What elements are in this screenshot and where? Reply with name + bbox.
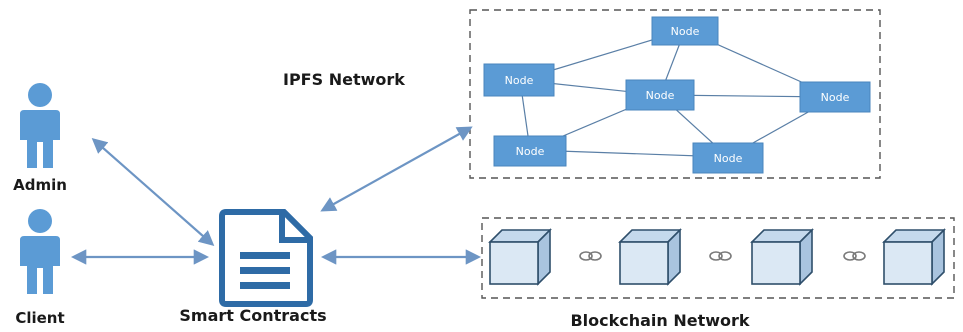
smart-contracts-label: Smart Contracts — [179, 306, 326, 325]
ipfs-node: Node — [799, 81, 871, 113]
node-label: Node — [821, 91, 850, 104]
admin-contract-arrow — [91, 137, 215, 247]
node-label: Node — [505, 74, 534, 87]
block-cube-icon — [750, 228, 814, 286]
block-cube-icon — [882, 228, 946, 286]
node-label: Node — [714, 152, 743, 165]
node-label: Node — [516, 145, 545, 158]
ipfs-node: Node — [651, 16, 719, 46]
chain-link-icon — [709, 251, 732, 261]
ipfs-node: Node — [493, 135, 567, 167]
person-icon — [20, 83, 60, 168]
ipfs-node: Node — [625, 79, 695, 111]
admin-label: Admin — [13, 176, 67, 194]
blockchain-network-label: Blockchain Network — [570, 311, 749, 330]
contract-ipfs-arrow — [320, 126, 473, 212]
client-label: Client — [15, 309, 64, 327]
ipfs-network-label: IPFS Network — [283, 70, 405, 89]
document-icon — [219, 209, 313, 307]
node-label: Node — [646, 89, 675, 102]
block-cube-icon — [488, 228, 552, 286]
node-label: Node — [671, 25, 700, 38]
block-cube-icon — [618, 228, 682, 286]
ipfs-network-frame — [469, 9, 881, 179]
person-icon — [20, 209, 60, 294]
ipfs-node: Node — [483, 63, 555, 97]
chain-link-icon — [579, 251, 602, 261]
ipfs-node: Node — [692, 142, 764, 174]
chain-link-icon — [843, 251, 866, 261]
